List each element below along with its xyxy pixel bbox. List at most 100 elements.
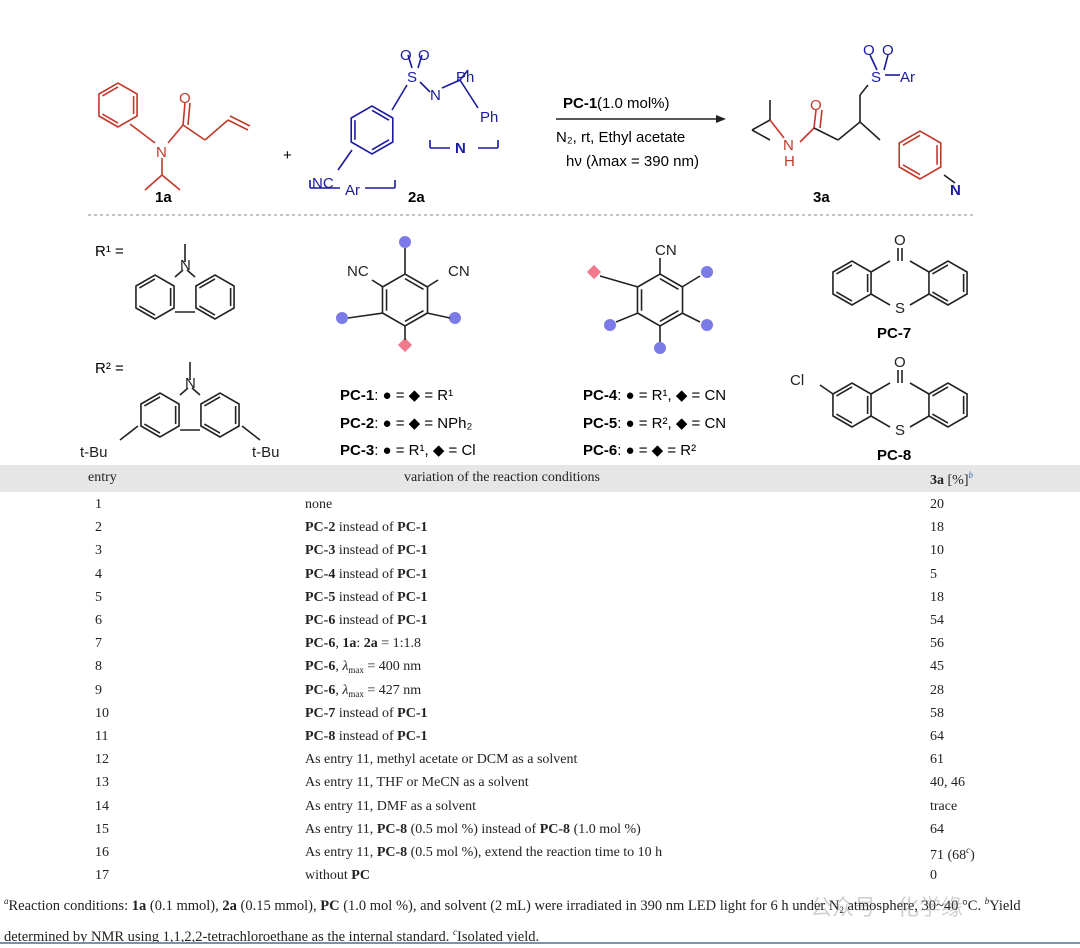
yield-cell: 20 — [930, 497, 944, 512]
text-segment: PC-1 — [397, 566, 428, 582]
text-segment: PC-1 — [397, 589, 428, 605]
bond — [835, 291, 853, 302]
text-segment: 2a — [222, 898, 237, 914]
text-segment: instead of — [335, 543, 398, 559]
bond — [101, 113, 119, 124]
yield-cell: 0 — [930, 868, 937, 884]
bond — [182, 124, 206, 141]
substituent-dot — [449, 312, 461, 324]
bond — [819, 384, 834, 395]
entry-cell: 17 — [95, 868, 109, 884]
text-segment: b — [984, 896, 990, 906]
atom-label: N — [156, 144, 167, 161]
variation-cell: PC-6 instead of PC-1 — [305, 613, 427, 629]
arrow-head — [716, 115, 726, 123]
yield-cell: 58 — [930, 705, 944, 721]
text-segment: As entry 11, — [305, 845, 377, 860]
catalyst-definition: PC-3: ● = R¹, ◆ = Cl — [340, 442, 476, 459]
text-segment: max — [348, 665, 364, 676]
table-row: 17 without PC 0 — [0, 868, 1080, 890]
atom-label: O — [418, 47, 430, 64]
bond — [799, 127, 815, 143]
bond — [870, 293, 891, 306]
bond — [931, 386, 949, 397]
r2-label: R² = — [95, 360, 124, 377]
atom-label: Ar — [345, 182, 360, 199]
text-segment: instead of — [335, 613, 398, 628]
bond — [909, 415, 930, 428]
bond — [167, 124, 184, 144]
entry-cell: 4 — [95, 566, 102, 582]
text-segment: PC-8 — [376, 821, 408, 837]
yield-cell: 40, 46 — [930, 775, 965, 791]
bond — [909, 293, 930, 306]
atom-label: Ph — [480, 109, 498, 126]
condition-catalyst: PC-1 — [563, 95, 597, 112]
yield-cell: trace — [930, 798, 958, 814]
atom-label: S — [407, 69, 417, 86]
bond — [659, 309, 679, 323]
substituent-diamond — [397, 337, 413, 353]
entry-cell: 2 — [95, 520, 102, 536]
substituent-diamond — [586, 264, 602, 280]
bond — [101, 86, 119, 97]
yield-cell: 64 — [930, 821, 944, 837]
yield-cell: 18 — [930, 589, 944, 605]
text-segment: = 1:1.8 — [377, 636, 422, 652]
variation-cell: PC-6, 1a: 2a = 1:1.8 — [305, 636, 421, 652]
yield-cell: 61 — [930, 752, 944, 768]
bond — [144, 174, 163, 191]
header-entry: entry — [88, 470, 117, 485]
bond — [459, 79, 479, 109]
text-segment: PC-4 — [305, 566, 336, 582]
benzene-ring — [140, 392, 180, 438]
atom-label: N — [185, 375, 196, 392]
entry-cell: 9 — [95, 682, 102, 698]
bond — [859, 84, 869, 96]
entry-cell: 7 — [95, 636, 102, 652]
variation-cell: As entry 11, THF or MeCN as a solvent — [305, 775, 529, 791]
table-row: 13 As entry 11, THF or MeCN as a solvent 4… — [0, 775, 1080, 797]
atom-label: S — [895, 300, 905, 317]
bond — [870, 415, 891, 428]
bond — [143, 396, 161, 407]
bond — [615, 312, 639, 323]
text-segment: PC-1 — [397, 613, 428, 628]
variation-cell: without PC — [305, 868, 370, 884]
text-segment: = 427 nm — [363, 682, 422, 698]
benzene-ring — [135, 274, 175, 320]
text-segment: PC-6 — [305, 613, 336, 628]
yield-cell: 28 — [930, 682, 944, 698]
pc8-label: PC-8 — [877, 447, 911, 464]
bond — [138, 278, 156, 289]
entry-cell: 12 — [95, 752, 109, 768]
text-segment: instead of — [335, 520, 398, 536]
variation-cell: As entry 11, DMF as a solvent — [305, 799, 476, 815]
text-segment: , — [335, 682, 343, 698]
entry-cell: 10 — [95, 705, 109, 721]
watermark: 公众号 · 化学缘 — [810, 896, 963, 921]
substituent-dot — [654, 342, 666, 354]
bond — [204, 119, 229, 141]
bond — [870, 260, 891, 273]
bond — [835, 386, 853, 397]
text-segment: Yield determined by NMR using 1,1,2,2-te… — [4, 898, 1021, 945]
text-segment: none — [305, 497, 333, 512]
bond — [931, 413, 949, 424]
bond — [203, 396, 221, 407]
text-segment: 1a — [131, 898, 147, 914]
text-segment: PC-8 — [305, 729, 336, 744]
catalyst-definition: PC-1: ● = ◆ = R¹ — [340, 387, 453, 404]
text-segment: PC-3 — [305, 543, 336, 559]
entry-cell: 3 — [95, 543, 102, 559]
bond — [835, 264, 853, 275]
text-segment: instead of — [335, 705, 398, 721]
text-segment: (1.0 mol %) — [570, 821, 641, 837]
entry-cell: 13 — [95, 775, 109, 791]
